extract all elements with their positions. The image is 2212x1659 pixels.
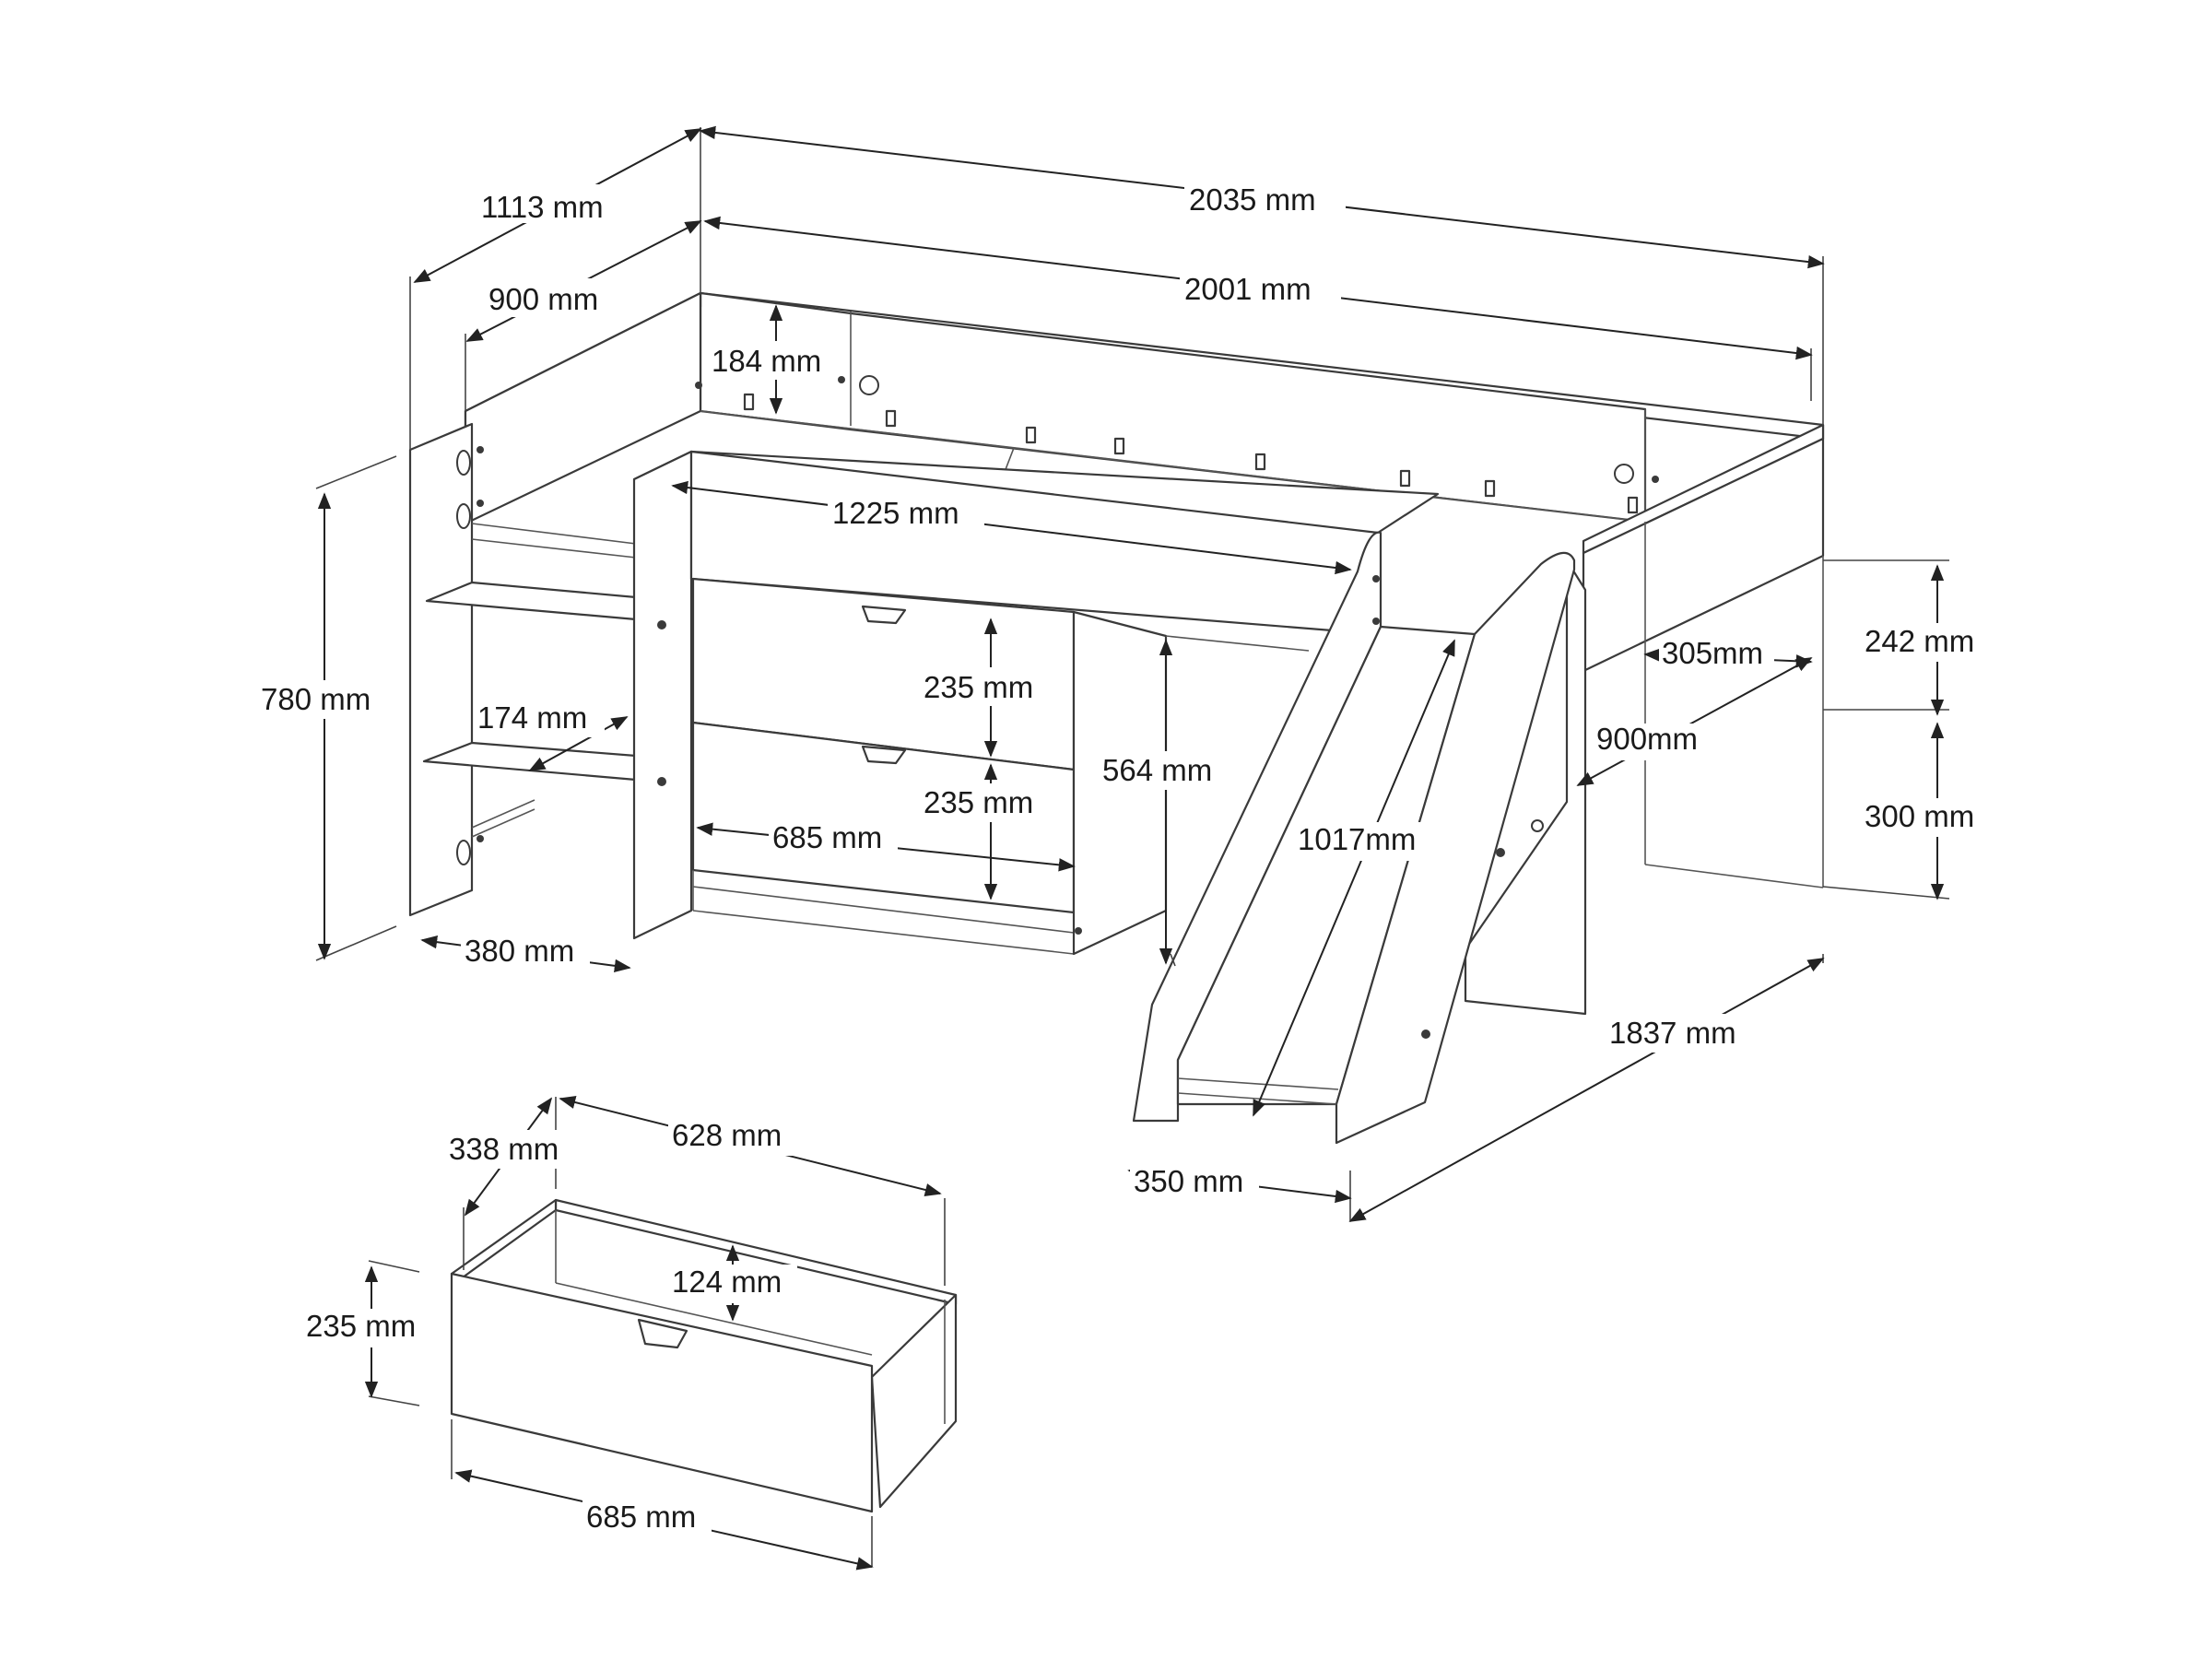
- dim-drawer-685: 685 mm: [586, 1500, 696, 1534]
- desk-left-panel: [632, 450, 693, 940]
- dim-235-bottom: 235 mm: [924, 785, 1033, 819]
- drawer-detail-handle: [637, 1318, 688, 1349]
- dim-drawer-235: 235 mm: [306, 1309, 416, 1343]
- dim-564: 564 mm: [1102, 753, 1212, 787]
- dim-drawer-124: 124 mm: [672, 1265, 782, 1299]
- drawer-right-side: [870, 1293, 958, 1509]
- dim-1225: 1225 mm: [832, 496, 959, 530]
- cam-hole: [859, 375, 879, 395]
- dim-780: 780 mm: [261, 682, 371, 716]
- dim-900-end: 900mm: [1596, 722, 1698, 756]
- dim-305: 305mm: [1662, 636, 1763, 670]
- cam-hole: [456, 450, 471, 476]
- dim-174: 174 mm: [477, 700, 587, 735]
- dim-drawer-338: 338 mm: [449, 1132, 559, 1166]
- dim-184: 184 mm: [712, 344, 821, 378]
- cam-hole: [456, 503, 471, 529]
- shelf-side-panel: [408, 422, 474, 917]
- drawer-handle: [861, 745, 907, 765]
- drawer-handle: [861, 605, 907, 625]
- dim-350: 350 mm: [1134, 1164, 1243, 1198]
- dim-1017: 1017mm: [1298, 822, 1416, 856]
- dim-685-cabinet: 685 mm: [772, 820, 882, 854]
- dim-1837: 1837 mm: [1609, 1016, 1736, 1050]
- drawer-front: [450, 1272, 874, 1513]
- shelf-unit: [408, 422, 638, 917]
- dim-300: 300 mm: [1865, 799, 1974, 833]
- dim-1113: 1113 mm: [481, 190, 604, 224]
- dim-380: 380 mm: [465, 934, 574, 968]
- dim-drawer-628: 628 mm: [672, 1118, 782, 1152]
- cam-hole: [1614, 464, 1634, 484]
- dim-242: 242 mm: [1865, 624, 1974, 658]
- dim-900-depth: 900 mm: [488, 282, 598, 316]
- cam-hole: [456, 840, 471, 865]
- dowel-row: [743, 393, 1639, 514]
- dim-2001: 2001 mm: [1184, 272, 1312, 306]
- dim-235-top: 235 mm: [924, 670, 1033, 704]
- drawer-detail: [450, 1198, 958, 1513]
- dimension-labels: 1113 mm 900 mm 2035 mm 2001 mm 184 mm 12…: [258, 177, 1993, 1537]
- dim-2035: 2035 mm: [1189, 182, 1316, 217]
